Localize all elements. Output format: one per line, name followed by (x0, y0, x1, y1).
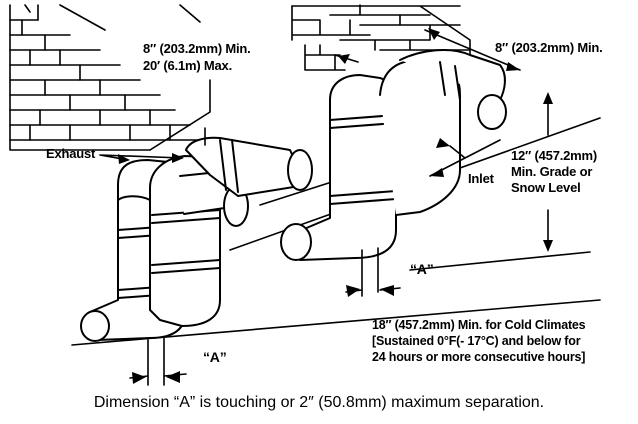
exhaust-label: Exhaust (46, 146, 96, 161)
dimension-caption: Dimension “A” is touching or 2″ (50.8mm)… (93, 394, 545, 411)
left-brick-wall (9, 4, 211, 151)
left-clearance-min-label: 8″ (203.2mm) Min. (143, 41, 251, 56)
grade-clearance-line3: Snow Level (511, 180, 581, 195)
right-clearance-label: 8″ (203.2mm) Min. (495, 40, 603, 55)
exhaust-terminal-horizontal (185, 136, 313, 197)
grade-clearance-line2: Min. Grade or (511, 164, 593, 179)
dimension-a-label-left: “A” (203, 349, 227, 365)
grade-clearance-line1: 12″ (457.2mm) (511, 148, 598, 163)
dimension-a-label-right: “A” (410, 261, 434, 277)
cold-climate-line2: [Sustained 0°F(- 17°C) and below for (372, 334, 581, 348)
cold-climate-line3: 24 hours or more consecutive hours] (372, 350, 586, 364)
cold-climate-line1: 18″ (457.2mm) Min. for Cold Climates (372, 318, 586, 332)
inlet-label: Inlet (468, 171, 494, 186)
left-clearance-max-label: 20′ (6.1m) Max. (143, 58, 232, 73)
dimension-arrowheads (118, 28, 553, 384)
right-brick-wall (291, 4, 471, 71)
